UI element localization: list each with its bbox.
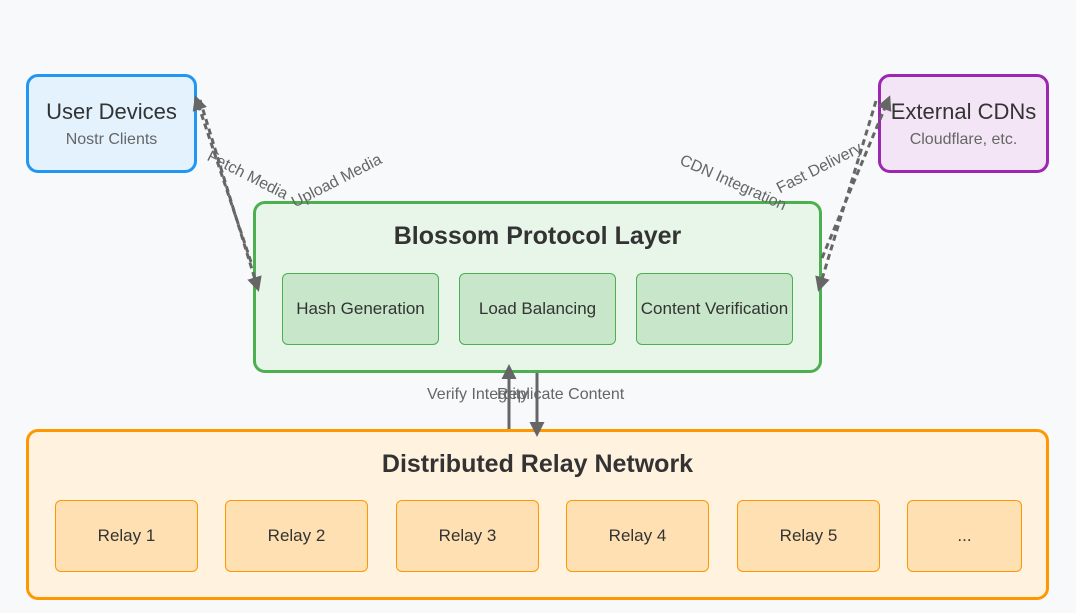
relay-2: Relay 2 (225, 500, 368, 572)
relay-more: ... (907, 500, 1022, 572)
load-balancing-component: Load Balancing (459, 273, 616, 345)
user-devices-subtitle: Nostr Clients (65, 130, 158, 148)
fetch-media-label: Fetch Media (204, 148, 291, 204)
distributed-relay-network: Distributed Relay Network Relay 1 Relay … (26, 429, 1049, 600)
relay-3: Relay 3 (396, 500, 539, 572)
external-cdns-subtitle: Cloudflare, etc. (909, 130, 1018, 148)
fast-delivery-label: Fast Delivery (774, 139, 865, 198)
blossom-protocol-layer: Blossom Protocol Layer Hash Generation L… (253, 201, 822, 373)
fast-delivery-arrow (815, 100, 878, 292)
external-cdns-node: External CDNs Cloudflare, etc. (878, 74, 1049, 173)
external-cdns-title: External CDNs (890, 98, 1037, 124)
hash-generation-component: Hash Generation (282, 273, 439, 345)
relay-1: Relay 1 (55, 500, 198, 572)
replicate-content-label: Replicate Content (497, 386, 625, 403)
upload-media-arrow (198, 99, 262, 292)
relay-network-title: Distributed Relay Network (381, 450, 694, 478)
blossom-layer-title: Blossom Protocol Layer (393, 222, 682, 250)
user-devices-node: User Devices Nostr Clients (26, 74, 197, 173)
verify-integrity-label: Verify Integrity (427, 386, 529, 403)
relay-5: Relay 5 (737, 500, 880, 572)
content-verification-component: Content Verification (636, 273, 793, 345)
relay-4: Relay 4 (566, 500, 709, 572)
user-devices-title: User Devices (46, 98, 177, 124)
